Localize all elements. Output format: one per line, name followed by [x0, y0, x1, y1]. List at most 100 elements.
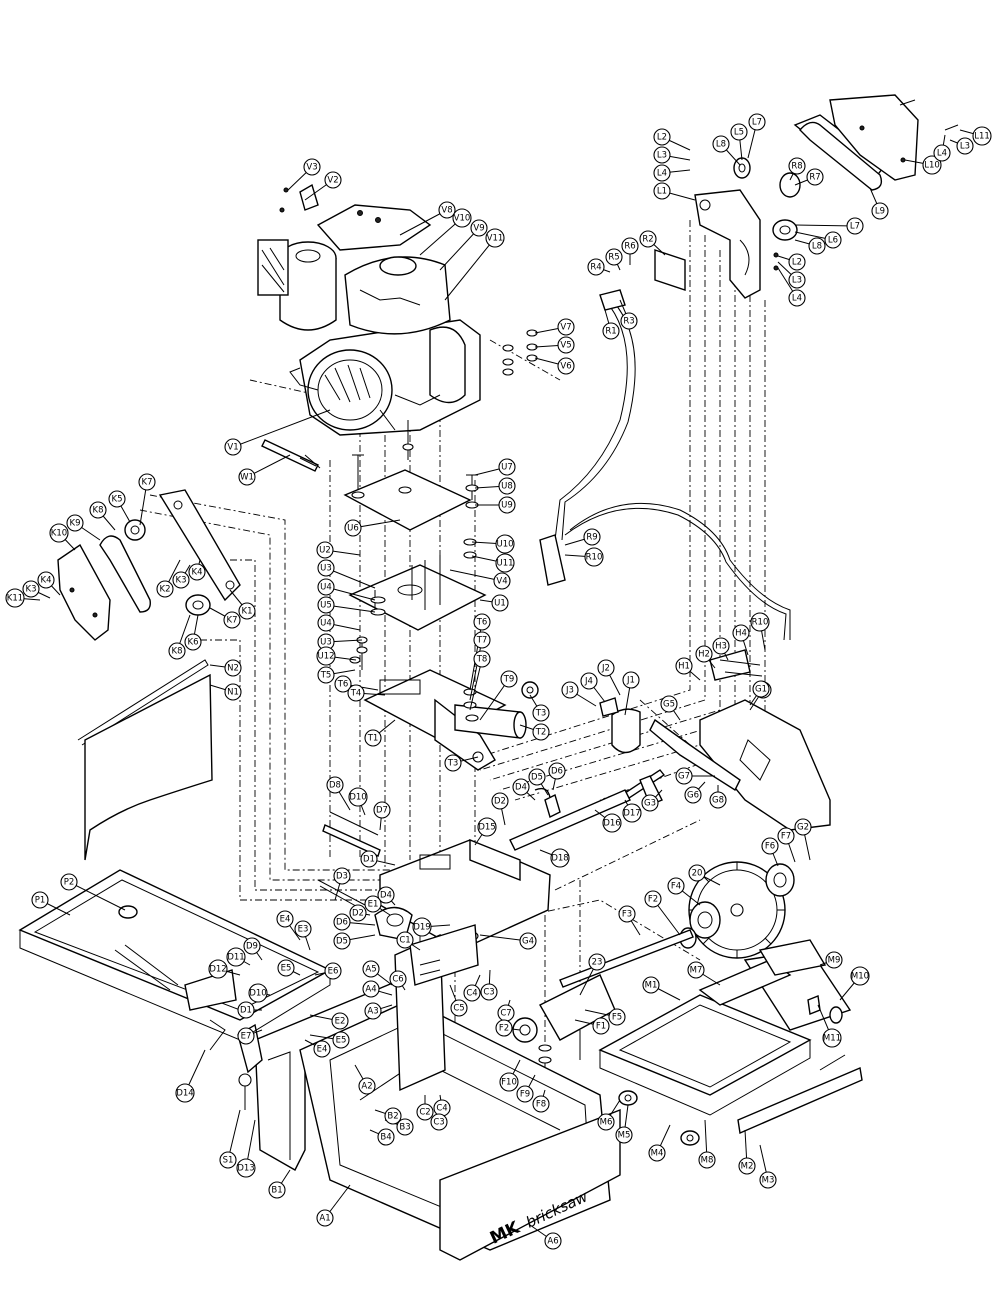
callout-l1: L1 [653, 182, 671, 200]
callout-t3: T3 [444, 754, 462, 772]
callout-d4: D4 [512, 778, 530, 796]
leader-p2 [68, 881, 126, 911]
callout-r10: R10 [584, 547, 604, 567]
svg-text:U2: U2 [319, 546, 331, 556]
callout-e2: E2 [331, 1012, 349, 1030]
water-hose [539, 249, 791, 641]
cutting-head [599, 649, 831, 831]
svg-text:V5: V5 [560, 341, 571, 351]
svg-text:K8: K8 [172, 647, 183, 657]
callout-f3: F3 [618, 905, 636, 923]
callout-f2: F2 [495, 1019, 513, 1037]
svg-text:D19: D19 [413, 923, 430, 933]
callout-w1: W1 [238, 468, 256, 486]
callout-h1: H1 [675, 657, 693, 675]
svg-text:F5: F5 [612, 1013, 622, 1023]
callout-c4: C4 [433, 1099, 451, 1117]
svg-text:D13: D13 [237, 1164, 254, 1174]
callout-23: 23 [588, 953, 606, 971]
leader-v1 [232, 409, 331, 448]
svg-text:D8: D8 [329, 781, 341, 791]
svg-text:R4: R4 [590, 263, 601, 273]
svg-text:D18: D18 [551, 854, 568, 864]
svg-text:T4: T4 [350, 689, 362, 699]
callout-b1: B1 [268, 1181, 286, 1199]
svg-text:U6: U6 [347, 524, 359, 534]
callout-c1: C1 [396, 931, 414, 949]
svg-text:K7: K7 [142, 478, 153, 488]
callout-m10: M10 [850, 966, 870, 986]
svg-text:R3: R3 [623, 317, 634, 327]
svg-text:D17: D17 [623, 809, 640, 819]
svg-text:M3: M3 [762, 1176, 775, 1186]
callout-l4: L4 [933, 144, 951, 162]
svg-text:B2: B2 [387, 1112, 398, 1122]
svg-text:G1: G1 [755, 685, 767, 695]
svg-text:20: 20 [692, 869, 703, 879]
callout-r2: R2 [639, 230, 657, 248]
svg-text:U10: U10 [496, 540, 513, 550]
svg-text:R10: R10 [586, 553, 603, 563]
callout-e7: E7 [237, 1027, 255, 1045]
svg-text:D2: D2 [494, 797, 506, 807]
svg-text:K5: K5 [112, 495, 123, 505]
svg-text:C7: C7 [500, 1009, 511, 1019]
svg-text:R6: R6 [624, 242, 635, 252]
svg-text:R5: R5 [608, 253, 619, 263]
callout-v5: V5 [557, 336, 575, 354]
svg-text:D14: D14 [176, 1089, 193, 1099]
svg-text:E3: E3 [298, 925, 309, 935]
callout-v6: V6 [557, 357, 575, 375]
svg-text:R9: R9 [586, 533, 597, 543]
callout-e5: E5 [332, 1031, 350, 1049]
svg-text:K3: K3 [176, 576, 187, 586]
callout-c4: C4 [463, 984, 481, 1002]
svg-text:L4: L4 [937, 149, 947, 159]
callout-l3: L3 [956, 137, 974, 155]
svg-text:F2: F2 [648, 895, 658, 905]
callout-g5: G5 [660, 695, 678, 713]
svg-text:T5: T5 [320, 671, 332, 681]
callout-j4: J4 [580, 672, 598, 690]
leader-v11 [444, 237, 496, 301]
callout-d1: D1 [360, 850, 378, 868]
svg-text:M10: M10 [851, 972, 869, 982]
svg-text:W1: W1 [240, 473, 254, 483]
callout-l8: L8 [808, 237, 826, 255]
svg-text:M8: M8 [701, 1156, 714, 1166]
svg-text:T2: T2 [535, 728, 547, 738]
svg-text:R8: R8 [791, 162, 802, 172]
svg-text:U12: U12 [317, 652, 334, 662]
svg-text:R7: R7 [809, 173, 820, 183]
svg-text:E5: E5 [336, 1036, 347, 1046]
leader-u3 [325, 567, 376, 589]
callout-e5: E5 [277, 959, 295, 977]
callout-u6: U6 [344, 519, 362, 537]
callout-f9: F9 [516, 1085, 534, 1103]
callout-r6: R6 [621, 237, 639, 255]
svg-text:V4: V4 [496, 577, 507, 587]
svg-text:T1: T1 [367, 734, 379, 744]
callout-a6: A6 [544, 1232, 562, 1250]
svg-text:C1: C1 [399, 936, 410, 946]
svg-text:F4: F4 [671, 882, 681, 892]
callout-b3: B3 [396, 1118, 414, 1136]
callout-k8: K8 [168, 642, 186, 660]
svg-text:T9: T9 [503, 675, 515, 685]
svg-text:C6: C6 [392, 975, 403, 985]
svg-text:U3: U3 [320, 564, 332, 574]
callout-u1: U1 [491, 594, 509, 612]
callout-a3: A3 [364, 1002, 382, 1020]
callout-r4: R4 [587, 258, 605, 276]
callout-b2: B2 [384, 1107, 402, 1125]
callout-e4: E4 [276, 910, 294, 928]
svg-text:E4: E4 [317, 1045, 328, 1055]
callout-m7: M7 [687, 961, 705, 979]
svg-text:T6: T6 [337, 680, 349, 690]
svg-text:L3: L3 [792, 276, 802, 286]
drive-shaft [261, 439, 321, 472]
svg-text:T3: T3 [535, 709, 547, 719]
callout-m11: M11 [822, 1028, 842, 1048]
callout-u7: U7 [498, 458, 516, 476]
